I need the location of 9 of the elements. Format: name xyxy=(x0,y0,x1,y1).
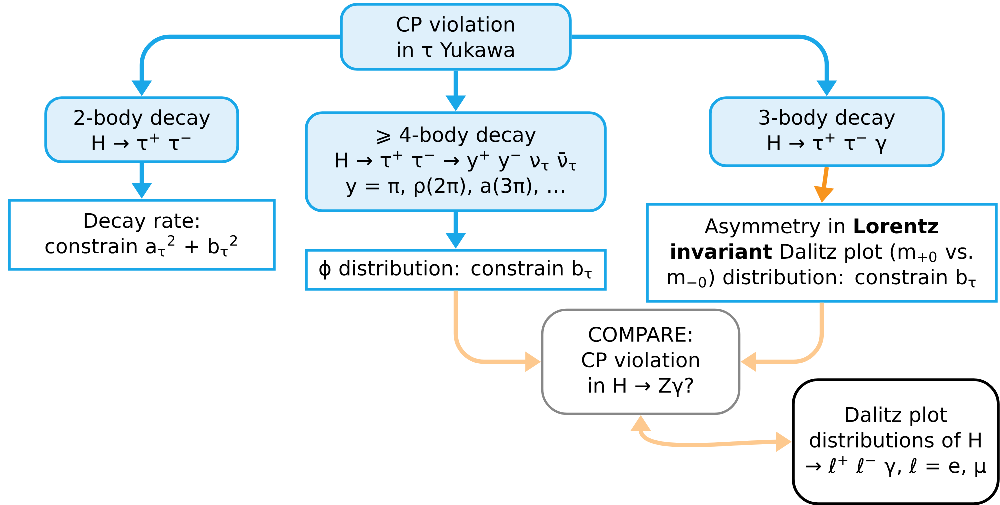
comparison-box: COMPARE: CP violation in H → Zγ? xyxy=(541,308,741,416)
result-box: Asymmetry in Lorentz invariant Dalitz plot (m$_{+0}$ vs. m$_{−0}$) distribution: constrain b$_{τ}$ xyxy=(646,203,998,303)
result-box: Dalitz plot distributions of H → ℓ$^{+}$ ℓ$^{−}$ γ, ℓ = e, μ xyxy=(792,378,1000,505)
process-box: ⩾ 4-body decay H → τ$^{+}$ τ$^{−}$ → y$^{+}$ y$^{−}$ ν$_{τ}$ ν̄$_{τ}$ y = π, ρ(2π), a(3π), … xyxy=(305,112,607,212)
process-box: CP violation in τ Yukawa xyxy=(340,3,572,71)
result-box: ϕ distribution: constrain b$_{τ}$ xyxy=(305,249,607,291)
process-box: 2-body decay H → τ$^{+}$ τ$^{−}$ xyxy=(44,96,240,164)
result-box: Decay rate: constrain a$_{τ}$$^{2}$ + b$_{τ}$2 xyxy=(8,199,276,271)
process-box: 3-body decay H → τ$^{+}$ τ$^{−}$ γ xyxy=(709,96,945,168)
